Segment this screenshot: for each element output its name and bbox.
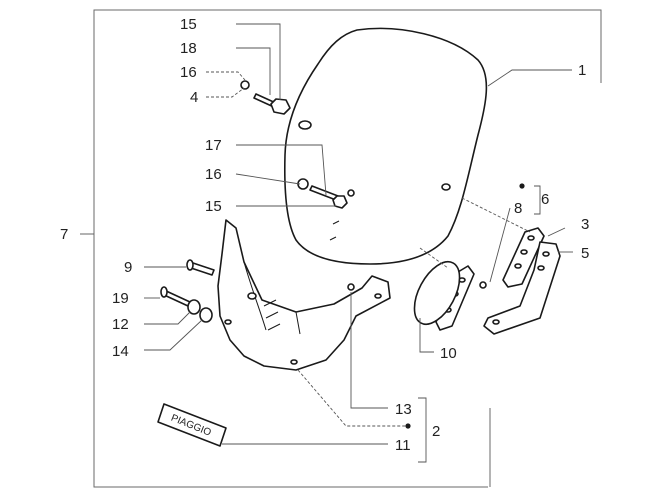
callout-10: 10 [440,345,457,362]
nut-middle [332,195,348,209]
windshield-hole-top [298,120,312,130]
bracket-hole [247,292,257,300]
callout-12: 12 [112,316,129,333]
callout-6: 6 [541,191,549,208]
bar-hole [514,263,522,269]
washer-upper [240,80,250,90]
leader-10-dash [419,247,449,269]
bracket-hole [290,359,298,365]
bracket-ribs [243,261,301,335]
marker-dot-6 [519,183,525,189]
callout-13: 13 [395,401,412,418]
washer-12 [187,299,201,315]
strip-hole [492,319,500,325]
callout-1: 1 [578,62,586,79]
bolt-9-head [186,259,194,271]
leader-18 [236,47,271,95]
callout-11: 11 [395,437,411,454]
callout-8: 8 [514,200,522,217]
small-screw [479,281,487,289]
rubber-strip [483,241,561,335]
bracket-rivet [347,283,355,291]
piaggio-badge [157,403,227,447]
leader-3 [547,227,566,237]
bracket-bar [502,227,545,288]
callout-19: 19 [112,290,129,307]
callout-16-mid: 16 [205,166,222,183]
callout-15-mid: 15 [205,198,222,215]
leader-14 [144,319,203,351]
callout-2: 2 [432,423,440,440]
bracket-6 [534,185,541,215]
strip-hole [537,265,545,271]
leader-12 [144,311,191,325]
bracket-hole [224,319,232,325]
leader-13-dash [297,369,406,427]
callout-5: 5 [581,245,589,262]
leader-13 [350,292,388,409]
washer-middle [347,189,355,197]
callout-4: 4 [190,89,198,106]
callout-16-top: 16 [180,64,197,81]
callout-15-top: 15 [180,16,197,33]
leader-10 [419,318,434,353]
washer-14 [199,307,213,323]
gasket-ring [413,261,461,325]
bolt-19-head [160,286,168,298]
leader-1 [487,69,572,87]
callout-9: 9 [124,259,132,276]
callout-14: 14 [112,343,129,360]
bracket-2 [418,397,427,463]
group-frame [93,9,602,488]
leader-8 [489,207,511,283]
windshield [283,27,488,265]
leader-4 [206,87,245,98]
strip-hole [542,251,550,257]
mounting-bracket [217,219,391,371]
leader-17 [236,144,327,196]
nut-upper [270,98,291,115]
leader-15a [236,23,281,100]
callout-18: 18 [180,40,197,57]
windshield-hole-right [441,183,451,191]
bar-hole [520,249,528,255]
leader-16a [206,71,246,81]
callout-3: 3 [581,216,589,233]
leader-3-dash [461,197,531,233]
bar-hole [527,235,535,241]
callout-17: 17 [205,137,222,154]
marker-dot-13 [405,423,411,429]
callout-7: 7 [60,226,68,243]
bracket-hole [374,293,382,299]
leader-16b [235,173,301,185]
